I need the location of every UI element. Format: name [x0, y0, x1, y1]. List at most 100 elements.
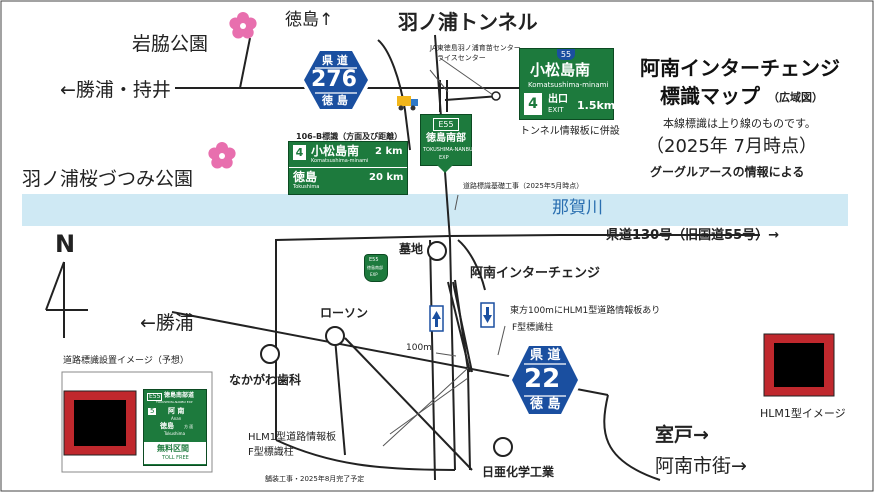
distance-row1-roman: Komatsushima-minami [311, 158, 369, 164]
route22-city: 徳 島 [530, 397, 561, 412]
install-hlm1-panel [63, 390, 137, 456]
lawson-marker [325, 326, 345, 346]
install-code: E55 [147, 393, 163, 401]
distance-sign: 4 小松島南 Komatsushima-minami 2 km 徳島 Tokus… [288, 141, 408, 195]
pillar-sign-name: 徳島南部 [426, 133, 466, 144]
nichia-label: 日亜化学工業 [482, 465, 555, 479]
distance-row1-name: 小松島南 [311, 144, 360, 158]
route276-city: 徳 島 [322, 94, 348, 107]
e55-code-box: E55 [433, 118, 459, 131]
sakura-icon [208, 142, 236, 169]
install-image-label: 道路標識設置イメージ（予想） [63, 356, 189, 366]
exit-en-label: EXIT [548, 106, 564, 114]
anan-city-label: 阿南市街→ [655, 455, 747, 477]
install-roman: TOKUSHIMA-NANBU EXP [156, 400, 193, 404]
paving-label: 舗装工事・2025年8月完了予定 [265, 475, 365, 483]
route-276-shield [300, 47, 372, 113]
map-date: （2025年 7月時点） [646, 136, 817, 157]
cemetery-label: 墓地 [399, 242, 424, 256]
ja-center-label: JA東徳島羽ノ浦育苗センター [430, 44, 521, 52]
katsuura-mochii-label: ←勝浦・持井 [60, 79, 171, 101]
hlm1-east-label: 東方100mにHLM1型道路情報板あり [510, 306, 661, 316]
down-arrow-sign-icon [480, 302, 495, 328]
install-num: 5 [148, 407, 157, 415]
install-image-sign: E55 徳島南部道 TOKUSHIMA-NANBU EXP 5 阿 南 Anan… [143, 389, 207, 466]
pillar-sign-roman: TOKUSHIMA-NANBU [423, 147, 473, 153]
map-title: 阿南インターチェンジ [640, 56, 840, 80]
ja-center-marker [491, 91, 501, 101]
up-arrow-sign-icon [429, 305, 444, 332]
route276-pref: 県 道 [322, 54, 348, 67]
small-pillar-code: E55 [369, 257, 379, 263]
dentist-marker [260, 344, 280, 364]
route22-number: 22 [524, 364, 561, 394]
sakura-park-label: 羽ノ浦桜づつみ公園 [22, 168, 194, 190]
nakagawa-river [22, 194, 848, 226]
komatsushima-name: 小松島南 [530, 61, 591, 79]
tokushima-nanbu-pillar-sign: E55 徳島南部 TOKUSHIMA-NANBU EXP [420, 114, 473, 166]
install-toll: 無料区間 [157, 444, 189, 453]
muroto-label: 室戸→ [655, 424, 709, 446]
sakura-icon [229, 12, 257, 39]
distance-row2-dist: 20 km [369, 172, 404, 183]
katsuura-west-label: ←勝浦 [140, 312, 194, 334]
install-name: 徳島南部道 [164, 392, 195, 399]
exit-distance: 1.5km [577, 99, 616, 112]
north-arrow-icon [45, 261, 88, 338]
toll-free-panel [144, 442, 206, 464]
small-pillar-sign: E55 徳島南部 EXP [364, 254, 388, 282]
hlm1-board-label: HLM1型道路情報板 [248, 432, 337, 443]
road-network [171, 34, 760, 481]
small-pillar-roman: EXP [370, 272, 378, 277]
komatsushima-roman: Komatsushima-minami [528, 81, 609, 89]
install-dest-sub: 方 面 [184, 424, 194, 429]
lawson-label: ローソン [320, 306, 369, 320]
distance-row1-dist: 2 km [375, 146, 403, 157]
map-source: グーグルアースの情報による [650, 165, 805, 179]
tunnel-board-label: トンネル情報板に併設 [520, 126, 620, 137]
fpole2-label: F型標識柱 [248, 447, 294, 458]
e55-shield-icon: 55 [557, 49, 575, 60]
nakagawa-river-label: 那賀川 [552, 198, 603, 218]
pointer-lines [382, 57, 506, 447]
pillar-sign-sub: EXP [439, 155, 449, 161]
distance-row2-roman: Tokushima [293, 184, 320, 190]
construction-truck-icon [397, 96, 418, 111]
north-label: N [55, 230, 76, 258]
install-toll-en: TOLL FREE [162, 455, 189, 461]
exit-label: 出口 [548, 94, 568, 105]
dentist-label: なかがわ歯科 [229, 373, 302, 387]
install-dest-roman: Tokushima [164, 431, 186, 436]
distance-row1-num: 4 [293, 145, 306, 160]
distance-row2-name: 徳島 [293, 170, 318, 184]
tunnel-label: 羽ノ浦トンネル [398, 10, 538, 34]
tokushima-north-label: 徳島↑ [285, 10, 334, 30]
install-dest: 徳島 [160, 422, 174, 430]
hlm1-image-label: HLM1型イメージ [760, 407, 846, 420]
komatsushima-exit-sign: 55 小松島南 Komatsushima-minami 4 出口 EXIT 1.… [519, 48, 616, 120]
map-subtitle-small: （広域図） [768, 91, 823, 104]
distance-divider [289, 167, 407, 168]
foundation-label: 道路標識基礎工事（2025年5月時点） [463, 182, 584, 190]
rice-center-label: ライスセンター [437, 54, 486, 62]
route276-number: 276 [311, 67, 357, 92]
install-place: 阿 南 [168, 407, 185, 415]
install-image-frame [61, 371, 213, 473]
iwaki-park-label: 岩脇公園 [132, 33, 209, 55]
hlm1-image-panel [763, 333, 835, 397]
nichia-marker [493, 437, 513, 457]
route130-label: 県道130号（旧国道55号）→ [606, 228, 780, 243]
cemetery-marker [427, 241, 447, 261]
route-22-shield [507, 342, 583, 418]
fpole1-label: F型標識柱 [512, 323, 554, 333]
pillar-sign-point [436, 164, 454, 173]
route22-pref: 県 道 [530, 348, 561, 363]
sign106b-label: 106-B標識（方面及び距離） [296, 132, 403, 141]
anan-ic-label: 阿南インターチェンジ [470, 266, 601, 281]
small-pillar-name: 徳島南部 [367, 265, 383, 270]
install-place-roman: Anan [171, 416, 182, 421]
map-note: 本線標識は上り線のものです。 [663, 117, 816, 130]
exit-number-box: 4 [524, 93, 542, 115]
map-subtitle: 標識マップ [660, 84, 760, 108]
